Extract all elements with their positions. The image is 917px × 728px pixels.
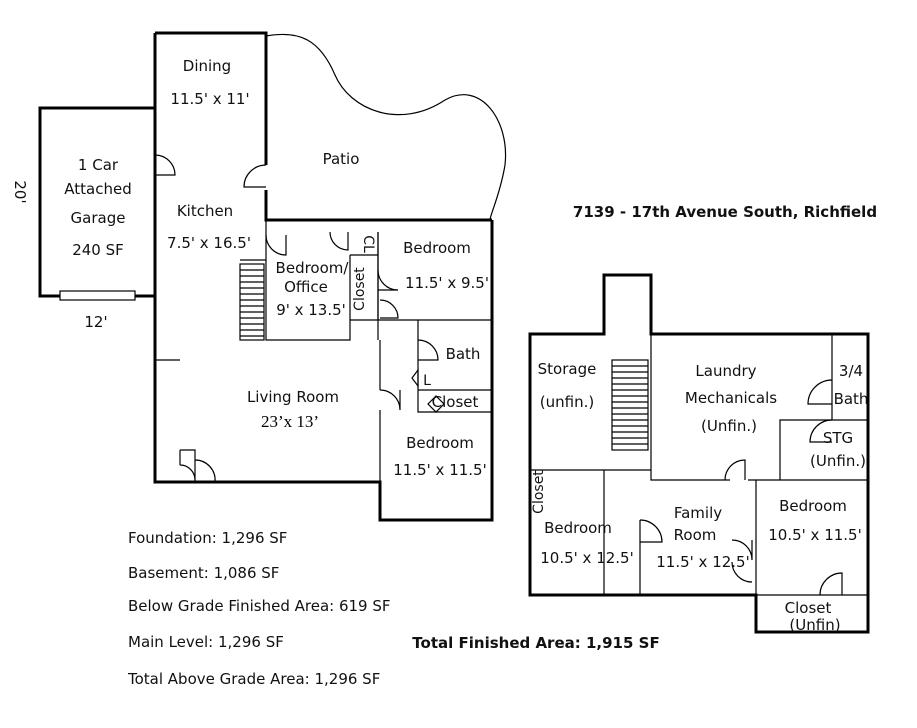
basement-closet-label: Closet (531, 470, 547, 514)
closet2-label: Closet (432, 393, 479, 411)
bedroom-bath-walls (378, 319, 492, 482)
family-line2: Room (674, 526, 717, 544)
bedroom-left-dims: 10.5' x 12.5' (540, 549, 633, 567)
dining-wall (155, 31, 268, 165)
dining-name: Dining (183, 57, 231, 75)
garage-line3: Garage (71, 209, 126, 227)
closet-doors (411, 368, 445, 413)
door-swing (243, 164, 267, 188)
bedroom2-name: Bedroom (406, 434, 474, 452)
stat-below-grade: Below Grade Finished Area: 619 SF (128, 597, 391, 615)
basement-plan (528, 273, 870, 634)
storage-name: Storage (538, 360, 597, 378)
basement-outer-wall (528, 273, 870, 634)
garage-label: 1 Car Attached Garage 240 SF 20' 12' (11, 156, 132, 331)
stat-total-finished: Total Finished Area: 1,915 SF (412, 634, 659, 652)
basement-interior-walls (530, 334, 868, 596)
living-dims: 23’x 13’ (261, 412, 319, 431)
bedroom2-dims: 11.5' x 11.5' (393, 461, 486, 479)
main-stairs (239, 263, 265, 341)
door-swing (179, 449, 196, 482)
kitchen-name: Kitchen (177, 202, 233, 220)
closet-unfin-note: (Unfin) (789, 616, 840, 634)
stg-name: STG (823, 429, 853, 447)
door-swing (731, 539, 753, 583)
garage-dim-h: 12' (84, 313, 107, 331)
laundry-note: (Unfin.) (701, 417, 757, 435)
garage-line2: Attached (64, 180, 131, 198)
bath34-line2: Bath (834, 390, 869, 408)
stat-total-above: Total Above Grade Area: 1,296 SF (127, 670, 380, 688)
stat-basement: Basement: 1,086 SF (128, 564, 279, 582)
stat-main-level: Main Level: 1,296 SF (128, 633, 284, 651)
cl-label: CL (360, 235, 376, 253)
family-line1: Family (674, 504, 722, 522)
main-level-plan (38, 31, 507, 522)
door-swing (724, 459, 746, 481)
patio-outline (265, 33, 507, 221)
closet-label: Closet (352, 267, 368, 311)
door-swing (377, 269, 399, 291)
main-outer-wall (153, 33, 494, 522)
door-swing (265, 234, 287, 256)
door-swing (639, 519, 663, 543)
bath34-line1: 3/4 (839, 362, 863, 380)
bedroom1-dims: 11.5' x 9.5' (405, 274, 489, 292)
closet-unfin-name: Closet (785, 599, 832, 617)
storage-note: (unfin.) (540, 393, 594, 411)
bedroom-office-line2: Office (284, 278, 328, 296)
door-swing (809, 419, 833, 443)
stat-foundation: Foundation: 1,296 SF (128, 529, 287, 547)
kitchen-dims: 7.5' x 16.5' (167, 234, 251, 252)
linen-label: L (423, 373, 431, 389)
door-swing (819, 572, 843, 596)
door-swing (379, 299, 399, 319)
garage-door (59, 290, 136, 301)
door-swing (154, 154, 176, 176)
bedroom1-name: Bedroom (403, 239, 471, 257)
bedroom-office-dims: 9' x 13.5' (276, 301, 346, 319)
patio-name: Patio (323, 150, 360, 168)
kitchen-upper-wall (264, 190, 492, 222)
garage-line1: 1 Car (78, 156, 119, 174)
door-swing (329, 231, 349, 251)
address: 7139 - 17th Avenue South, Richfield (573, 203, 877, 221)
garage-outline (38, 106, 157, 298)
door-swing (194, 459, 216, 483)
bath-label: Bath (446, 345, 481, 363)
door-swing (807, 379, 833, 405)
laundry-line1: Laundry (695, 362, 756, 380)
bedroom-left-name: Bedroom (544, 519, 612, 537)
bedroom-right-dims: 10.5' x 11.5' (768, 526, 861, 544)
laundry-line2: Mechanicals (685, 389, 777, 407)
family-dims: 11.5' x 12.5' (656, 553, 749, 571)
garage-area: 240 SF (72, 241, 124, 259)
garage-dim-v: 20' (11, 180, 29, 203)
door-swing (379, 389, 401, 411)
bedroom-right-name: Bedroom (779, 497, 847, 515)
basement-stairs (611, 359, 649, 451)
bedroom-office-line1: Bedroom/ (276, 259, 350, 277)
living-name: Living Room (247, 388, 339, 406)
closet-walls (349, 232, 379, 340)
stg-note: (Unfin.) (810, 452, 866, 470)
door-swing (417, 339, 439, 361)
dining-dims: 11.5' x 11' (170, 90, 249, 108)
